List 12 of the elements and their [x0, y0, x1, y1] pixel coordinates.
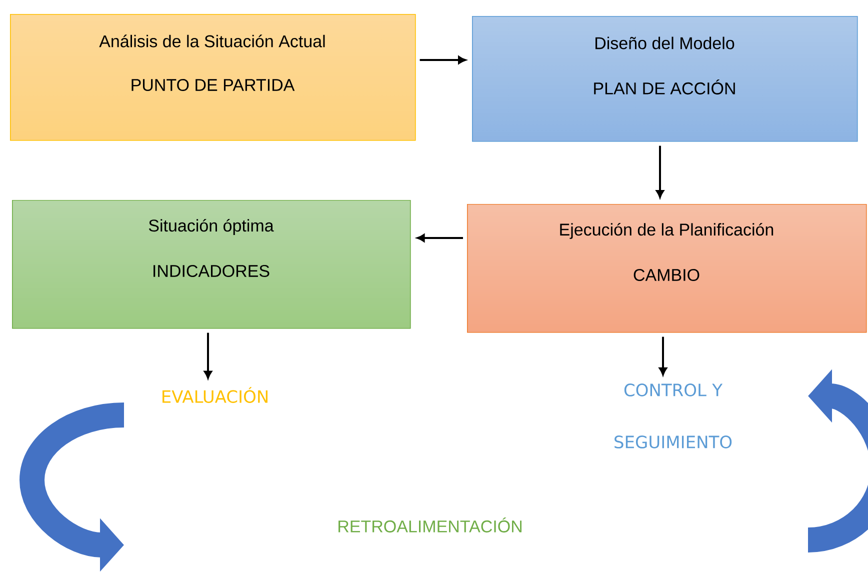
process-box: Análisis de la Situación Actual PUNTO DE PARTIDA	[10, 14, 416, 141]
process-box: Ejecución de la Planificación CAMBIO	[467, 204, 867, 333]
stage-label: EVALUACIÓN	[162, 386, 268, 403]
arrow	[204, 332, 212, 379]
arrow	[656, 146, 664, 198]
stage-label: CONTROL Y SEGUIMIENTO	[614, 384, 732, 448]
process-box: Diseño del Modelo PLAN DE ACCIÓN	[472, 16, 858, 142]
arrow	[659, 336, 667, 376]
arrow	[416, 234, 463, 242]
cycle-label: RETROALIMENTACIÓN	[338, 518, 522, 532]
arrow	[420, 56, 466, 64]
process-box: Situación óptima INDICADORES	[12, 200, 411, 329]
